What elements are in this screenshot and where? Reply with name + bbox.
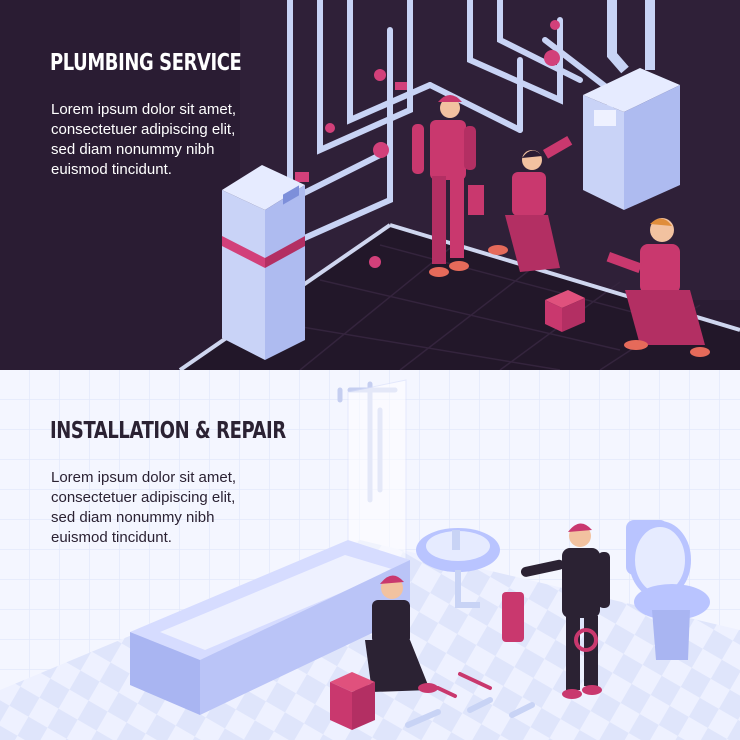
water-tank xyxy=(222,165,305,360)
bathtub xyxy=(130,540,410,715)
toolbox xyxy=(330,672,375,730)
wall-pipes xyxy=(287,0,613,243)
banner-description: Lorem ipsum dolor sit amet, consectetuer… xyxy=(51,101,237,178)
boiler xyxy=(583,0,680,210)
gauge-icon xyxy=(373,142,389,158)
plumber-crouching xyxy=(606,218,710,357)
installation-repair-illustration xyxy=(0,370,740,740)
tools xyxy=(405,672,535,728)
banner-title: PLUMBING SERVICE xyxy=(50,50,242,76)
sink xyxy=(416,528,500,608)
towel xyxy=(502,592,524,642)
banner-title: INSTALLATION & REPAIR xyxy=(50,418,286,444)
toilet xyxy=(626,520,710,660)
valve-handles xyxy=(295,20,560,268)
plumber-standing xyxy=(412,95,484,277)
plumber-kneeling xyxy=(488,136,573,272)
banner-description: Lorem ipsum dolor sit amet, consectetuer… xyxy=(51,469,237,546)
floor xyxy=(180,225,740,370)
plumbing-service-banner: PLUMBING SERVICE Lorem ipsum dolor sit a… xyxy=(0,0,740,370)
toolbox xyxy=(545,290,585,332)
plumber-standing xyxy=(520,523,610,699)
installation-repair-banner: INSTALLATION & REPAIR Lorem ipsum dolor … xyxy=(0,370,740,740)
plumbing-service-illustration xyxy=(178,0,740,370)
